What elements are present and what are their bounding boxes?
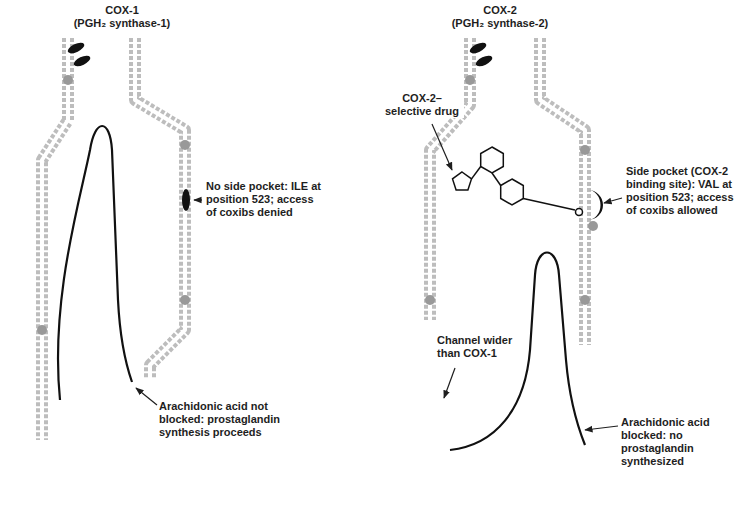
panel-title: COX-2 — [450, 4, 550, 17]
channel-wall — [42, 38, 585, 440]
callout-text: Arachidonic acid not blocked: prostaglan… — [158, 400, 290, 439]
arachidonic-acid — [58, 126, 132, 400]
callout-text: COX-2–selective drug — [380, 92, 464, 118]
callout-text: Channel wider than COX-1 — [436, 334, 520, 360]
callout-text: Arachidonic acid blocked: no prostagland… — [620, 416, 742, 468]
panel-subtitle: (PGH₂ synthase-1) — [47, 17, 197, 30]
panel-title: COX-1 — [72, 4, 172, 17]
panel-subtitle: (PGH₂ synthase-2) — [425, 17, 575, 30]
residue-marks — [37, 41, 603, 335]
callout-text: Side pocket (COX-2 binding site): VAL at… — [625, 165, 741, 217]
ile-523 — [182, 189, 190, 211]
coxib-molecule — [453, 147, 583, 216]
val-523-pocket — [588, 190, 603, 220]
callout-text: No side pocket: ILE at position 523; acc… — [205, 180, 327, 219]
leader-line — [136, 124, 622, 430]
